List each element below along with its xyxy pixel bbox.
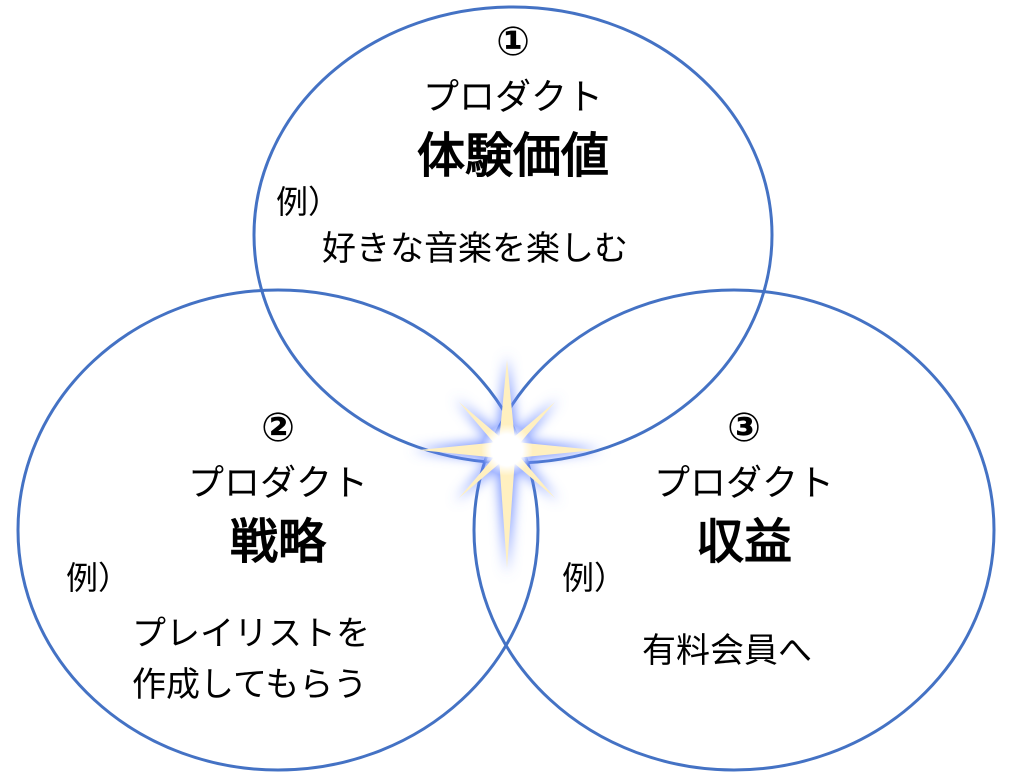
example-text: 好きな音楽を楽しむ — [322, 229, 628, 269]
example-label: 例） — [66, 559, 131, 597]
circle-number: ① — [496, 19, 530, 65]
example-text: 有料会員へ — [642, 631, 812, 671]
circle-revenue — [472, 288, 996, 772]
example-label: 例） — [562, 559, 627, 597]
circle-title: 体験価値 — [416, 128, 609, 184]
circle-number: ② — [261, 405, 295, 451]
circle-title: 戦略 — [229, 514, 326, 570]
circle-title: 収益 — [695, 514, 792, 570]
circle-subtitle: プロダクト — [187, 463, 368, 504]
circle-subtitle: プロダクト — [653, 463, 834, 504]
circle-number: ③ — [727, 405, 761, 451]
circle-subtitle: プロダクト — [422, 77, 603, 118]
example-label: 例） — [276, 183, 341, 221]
example-text: プレイリストを — [132, 614, 370, 654]
example-text: 作成してもらう — [132, 665, 368, 705]
sparkle-star-icon — [412, 355, 602, 575]
circle-strategy — [16, 288, 540, 772]
